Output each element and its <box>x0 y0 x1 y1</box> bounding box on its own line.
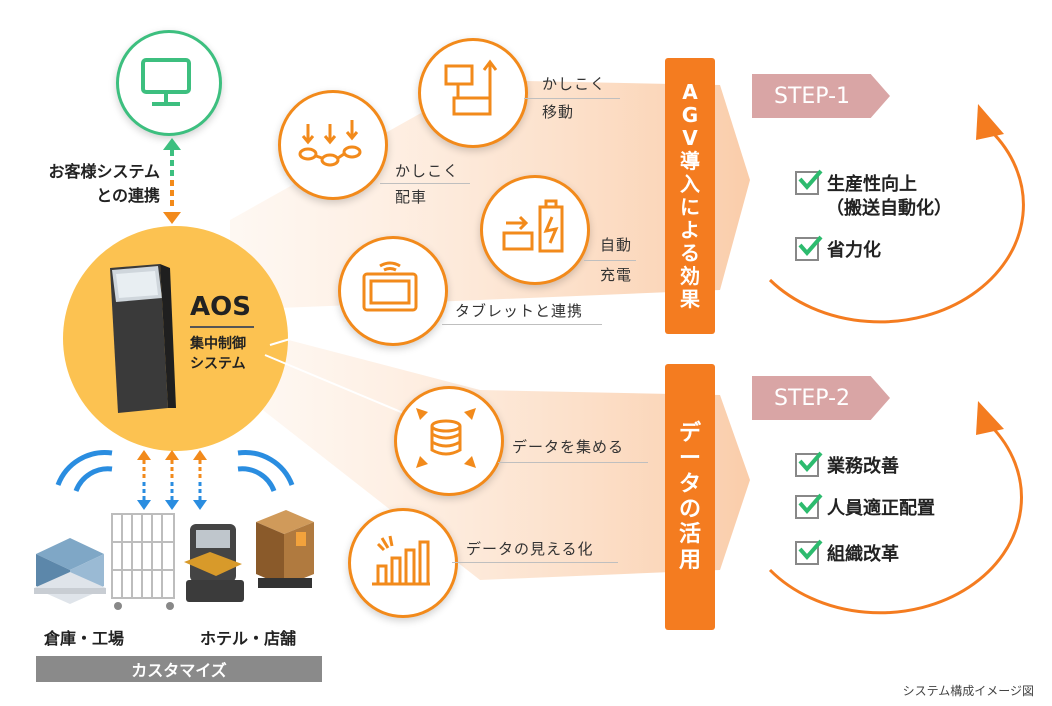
aos-subtitle: 集中制御 システム <box>190 334 246 374</box>
tablet-icon <box>362 261 418 312</box>
step1-item-labor: 省力化 <box>795 235 881 262</box>
smart-dispatch-underline <box>380 183 470 184</box>
smart-move-label: かしこく 移動 <box>542 70 606 126</box>
step2-item-text: 人員適正配置 <box>827 498 935 519</box>
shelf-robot-icon <box>34 538 106 604</box>
agv-robot-icon <box>184 524 244 602</box>
step2-cycle-arrow <box>768 401 1023 615</box>
agv-char: G <box>681 103 699 127</box>
smart-move-circle <box>418 38 528 148</box>
step1-cycle-arrow <box>768 104 1025 324</box>
agv-char: 果 <box>680 287 700 311</box>
customize-bar: カスタマイズ <box>36 656 322 682</box>
sync-arrow <box>163 138 181 224</box>
data-use-bar: デ ー タ の 活 用 <box>665 364 715 630</box>
step1-tag: STEP-1 <box>752 74 890 118</box>
step2-item-text: 組織改革 <box>827 544 899 565</box>
robots-illustration <box>34 510 314 610</box>
visualize-circle <box>348 508 458 618</box>
check-icon <box>795 539 823 565</box>
aos-title: AOS <box>190 292 251 322</box>
step1-item-productivity-sub: （搬送自動化） <box>826 198 952 219</box>
delivery-robot-icon <box>256 510 314 588</box>
agv-char: 導 <box>680 149 700 173</box>
agv-effect-bar: A G V 導 入 に よ る 効 果 <box>665 58 715 334</box>
tablet-underline <box>442 324 602 325</box>
aos-subtitle-line1: 集中制御 <box>190 336 246 352</box>
check-icon <box>795 451 823 477</box>
customer-label-line2: との連携 <box>96 186 160 205</box>
check-icon <box>795 493 823 519</box>
step1-tag-label: STEP-1 <box>774 83 851 109</box>
data-use-char: の <box>678 497 701 522</box>
step1-item-text: 省力化 <box>827 240 881 261</box>
smart-move-line1: かしこく <box>542 75 607 93</box>
step1-item-text: 生産性向上 <box>827 174 917 195</box>
robot-comm-arrows <box>137 450 207 510</box>
customer-system-circle <box>116 30 222 136</box>
site-hotel: ホテル・店舗 <box>200 629 297 648</box>
step2-item-reform: 組織改革 <box>795 539 899 566</box>
auto-charge-line2: 充電 <box>600 266 633 284</box>
collect-data-underline <box>498 462 648 463</box>
data-use-char: デ <box>678 421 701 447</box>
data-use-char: 活 <box>678 522 701 548</box>
cage-cart-icon <box>111 513 175 599</box>
step2-tag-label: STEP-2 <box>774 385 851 411</box>
wireless-right-icon <box>237 450 295 492</box>
smart-dispatch-circle <box>278 90 388 200</box>
data-use-char: ー <box>678 446 701 472</box>
customer-label: お客様システム との連携 <box>20 160 160 208</box>
collect-data-label: データを集める <box>512 438 625 456</box>
smart-dispatch-line1: かしこく <box>395 162 460 180</box>
step1-item-productivity: 生産性向上 <box>795 169 917 196</box>
charging-icon <box>502 199 564 253</box>
auto-charge-underline <box>584 260 636 261</box>
caption: システム構成イメージ図 <box>902 684 1034 698</box>
aos-subtitle-line2: システム <box>190 356 246 372</box>
agv-char: よ <box>680 218 700 242</box>
customer-label-line1: お客様システム <box>48 162 160 181</box>
check-icon <box>795 169 823 195</box>
smart-dispatch-label: かしこく 配車 <box>395 158 459 210</box>
smart-dispatch-line2: 配車 <box>395 188 428 206</box>
wireless-left-icon <box>55 450 113 492</box>
auto-charge-circle <box>480 175 590 285</box>
agv-char: 入 <box>680 172 700 196</box>
step2-item-text: 業務改善 <box>827 456 899 477</box>
bar-graph-icon <box>372 535 430 586</box>
aos-divider <box>190 326 254 328</box>
agv-char: る <box>680 241 700 265</box>
step2-item-staffing: 人員適正配置 <box>795 493 935 520</box>
visualize-underline <box>452 562 618 563</box>
data-use-char: 用 <box>678 547 701 573</box>
agv-char: V <box>682 126 698 150</box>
customize-label: カスタマイズ <box>131 661 227 680</box>
visualize-label: データの見える化 <box>466 540 594 558</box>
site-warehouse: 倉庫・工場 <box>44 629 125 648</box>
agv-char: A <box>682 80 698 104</box>
monitor-icon <box>141 58 191 106</box>
agv-char: 効 <box>680 264 700 288</box>
step2-tag: STEP-2 <box>752 376 890 420</box>
tablet-label: タブレットと連携 <box>455 302 584 320</box>
agv-char: に <box>680 195 700 219</box>
smart-move-line2: 移動 <box>542 103 575 121</box>
tablet-circle <box>338 236 448 346</box>
collect-data-circle <box>394 386 504 496</box>
route-icon <box>444 59 498 116</box>
step2-item-improve: 業務改善 <box>795 451 899 478</box>
auto-charge-label: 自動 充電 <box>600 230 632 290</box>
dispatch-icon <box>298 120 362 167</box>
kiosk-icon <box>110 264 176 413</box>
smart-move-underline <box>524 98 620 99</box>
database-icon <box>416 408 476 468</box>
check-icon <box>795 235 823 261</box>
auto-charge-line1: 自動 <box>600 236 633 254</box>
aos-circle <box>63 226 288 451</box>
data-use-char: タ <box>678 471 701 497</box>
